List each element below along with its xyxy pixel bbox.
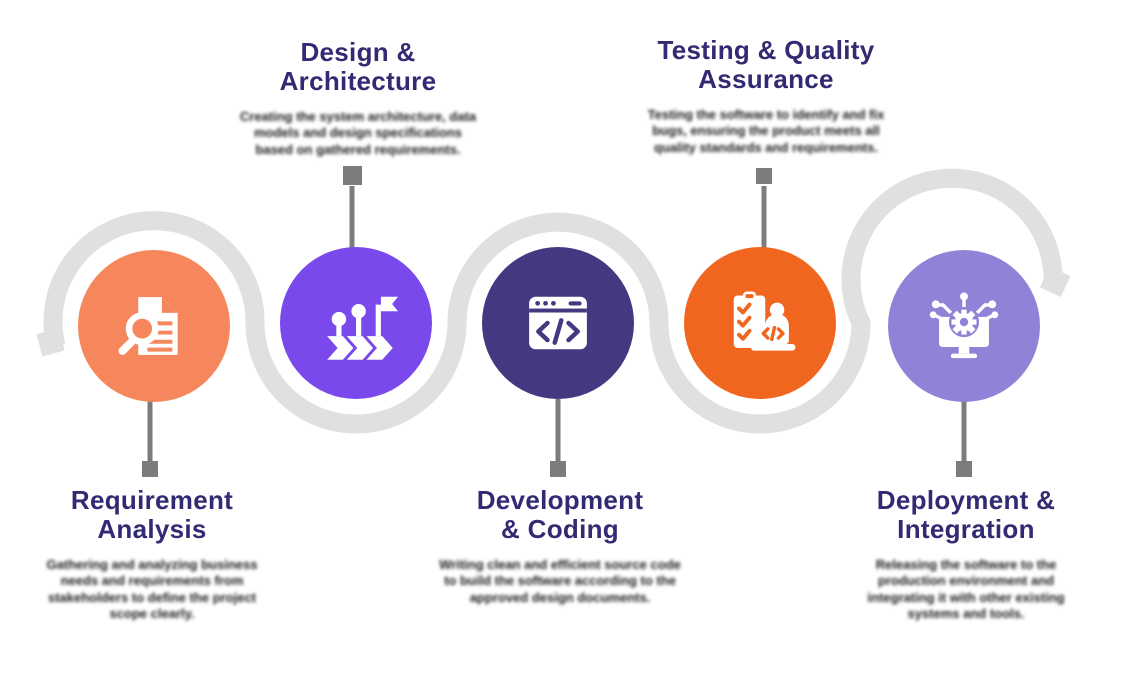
step-title-line1: Requirement (70, 485, 234, 515)
step-title: Development & Coding (435, 486, 685, 543)
step-title: Testing & Quality Assurance (641, 36, 891, 93)
step-text-testing-qa: Testing & Quality Assurance Testing the … (641, 36, 891, 156)
step-description: Creating the system architecture, data m… (239, 109, 477, 157)
ribbon-start-cap (36, 328, 65, 357)
step-text-deployment-integration: Deployment & Integration Releasing the s… (841, 486, 1091, 622)
step-description: Testing the software to identify and fix… (647, 107, 885, 155)
step-title-line2: Assurance (698, 63, 834, 94)
step-title: Design & Architecture (238, 38, 478, 95)
step-title-line2: Integration (897, 513, 1035, 544)
document-search-icon (118, 297, 178, 355)
step-circle-testing-qa (684, 247, 836, 399)
step-description: Gathering and analyzing business needs a… (46, 557, 258, 621)
step-title-line2: Architecture (279, 65, 437, 96)
ribbon-path (43, 168, 1063, 434)
step-circle-design-architecture (280, 247, 432, 399)
step-circle-deployment-integration (888, 250, 1040, 402)
step-title-line2: Analysis (97, 513, 207, 544)
browser-code-icon (529, 296, 587, 350)
step-title-line1: Deployment & (876, 485, 1056, 515)
milestone-flag-icon (327, 296, 398, 360)
step-title: Requirement Analysis (27, 486, 277, 543)
deploy-gear-monitor-icon (929, 292, 999, 359)
checklist-tester-icon (733, 291, 796, 351)
step-text-design-architecture: Design & Architecture Creating the syste… (238, 38, 478, 158)
step-text-requirement-analysis: Requirement Analysis Gathering and analy… (27, 486, 277, 622)
step-description: Writing clean and efficient source code … (439, 557, 681, 605)
step-text-development-coding: Development & Coding Writing clean and e… (435, 486, 685, 606)
step-circle-development-coding (482, 247, 634, 399)
step-title: Deployment & Integration (841, 486, 1091, 543)
connector-squares (142, 166, 972, 477)
step-description: Releasing the software to the production… (867, 557, 1065, 621)
step-title-line1: Testing & Quality (657, 35, 875, 65)
step-circle-requirement-analysis (78, 250, 230, 402)
ribbon-end-cap (1039, 266, 1071, 297)
connector-lines (147, 186, 967, 463)
step-title-line1: Design & (300, 37, 416, 67)
step-title-line1: Development (476, 485, 644, 515)
step-title-line2: & Coding (501, 513, 619, 544)
